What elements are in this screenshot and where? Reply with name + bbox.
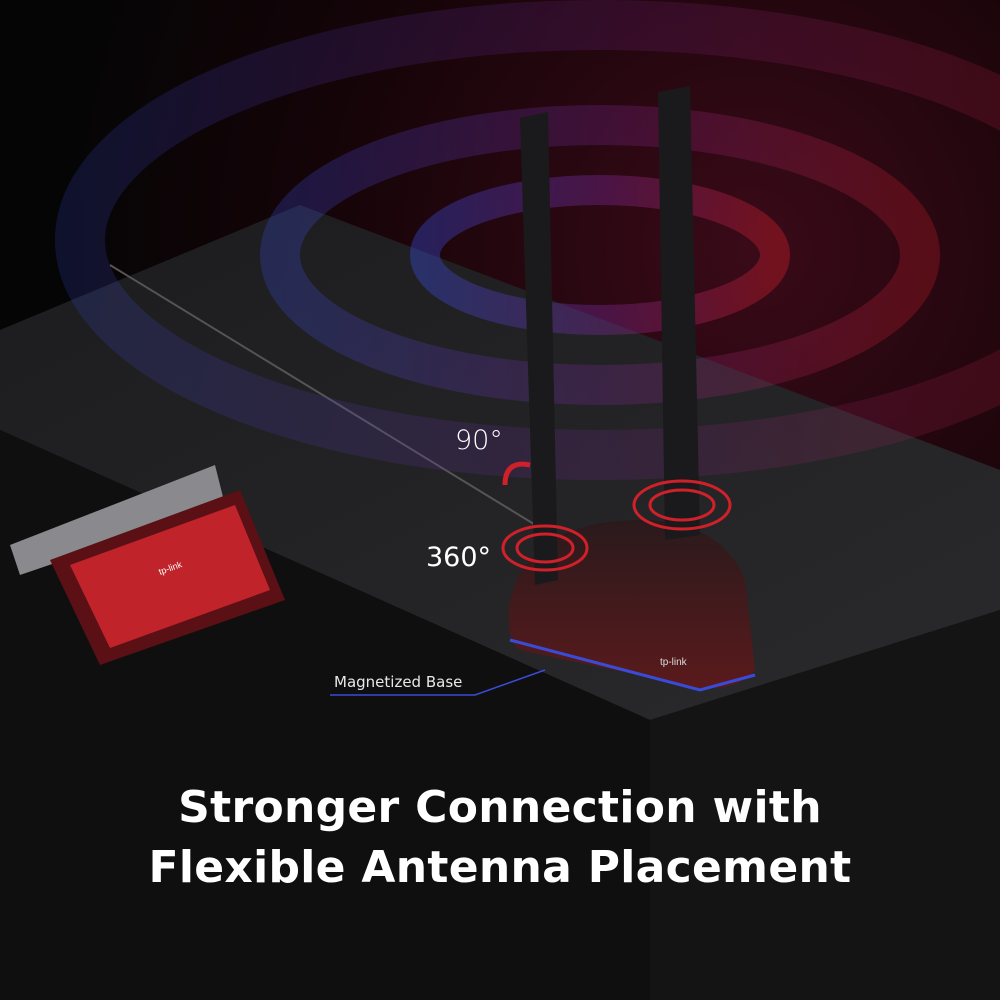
- pcie-card: tp-link: [10, 465, 285, 665]
- magnetized-base-label: Magnetized Base: [334, 673, 463, 691]
- antenna-left: [520, 112, 558, 585]
- rotation-angle-label: 360°: [426, 542, 492, 573]
- tp-link-logo: tp-link: [660, 657, 688, 668]
- antenna-right: [658, 86, 700, 540]
- magnetized-base: [508, 520, 755, 689]
- rotation-arrows: [501, 461, 732, 572]
- signal-waves: [55, 0, 1000, 480]
- headline-line-2: Flexible Antenna Placement: [148, 842, 852, 893]
- tilt-angle-label: 90°: [455, 425, 503, 456]
- headline: Stronger Connection with Flexible Antenn…: [0, 778, 1000, 898]
- headline-line-1: Stronger Connection with: [178, 782, 822, 833]
- callout-line: [330, 669, 546, 696]
- pc-case-front: [650, 610, 1000, 1000]
